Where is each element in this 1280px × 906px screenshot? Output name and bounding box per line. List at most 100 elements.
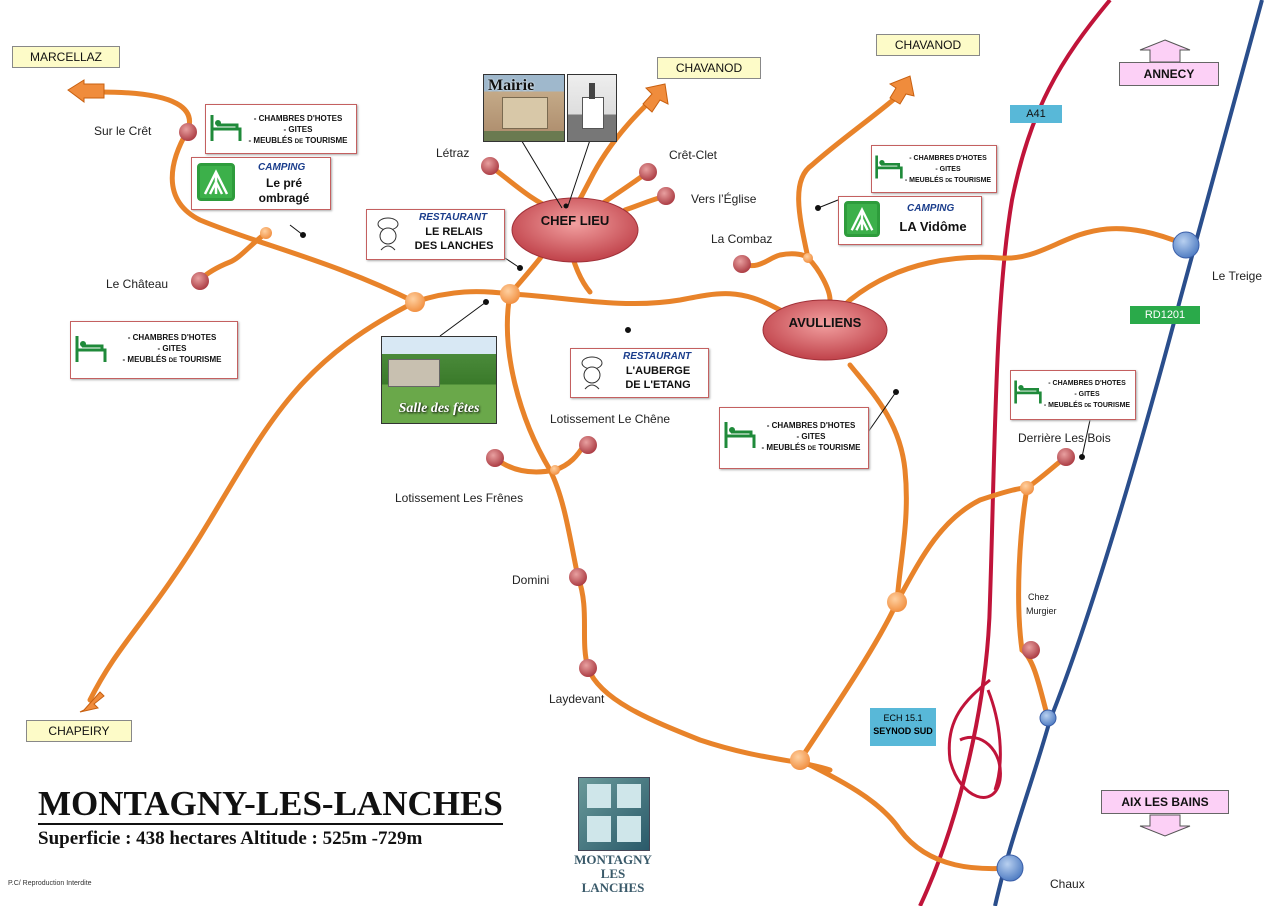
lodging-line3-end: TOURISME	[179, 355, 222, 364]
steeple-shape	[589, 83, 595, 99]
a41-highway	[918, 0, 1112, 906]
place-vers-l-eglise: Vers l’Église	[691, 192, 757, 206]
chef-lieu-label: CHEF LIEU	[540, 213, 610, 228]
restaurant-name-1: L'AUBERGE	[625, 365, 691, 377]
arrow-chavanod-2	[888, 75, 915, 105]
destination-chapeiry: CHAPEIRY	[26, 720, 132, 742]
page-subtitle: Superficie : 438 hectares Altitude : 525…	[38, 828, 423, 849]
restaurant-kind: RESTAURANT	[419, 212, 488, 223]
restaurant-name-1: LE RELAIS	[425, 226, 483, 238]
rd1201-tag: RD1201	[1130, 306, 1200, 324]
destination-chavanod-2: CHAVANOD	[876, 34, 980, 56]
place-chez-murgier-2: Murgier	[1026, 606, 1057, 616]
lodging-line1: - CHAMBRES D'HOTES	[127, 333, 217, 342]
interchange-ramp	[947, 678, 1002, 799]
bed-icon	[1014, 380, 1042, 404]
camping-card-la-vidome: CAMPING LA Vidôme	[838, 196, 982, 245]
lodging-card: - CHAMBRES D'HOTES - GITES - MEUBLÉS DE …	[205, 104, 357, 154]
arrow-annecy	[1139, 39, 1191, 63]
lodging-line3-end: TOURISME	[954, 177, 992, 184]
mairie-caption: Mairie	[488, 77, 535, 94]
lodging-line1: - CHAMBRES D'HOTES	[909, 155, 987, 162]
chef-icon	[377, 217, 399, 251]
lodging-line3-small: DE	[807, 446, 817, 452]
lodging-line3: - MEUBLÉS	[761, 443, 806, 452]
tent-icon	[844, 201, 880, 237]
bed-icon	[75, 336, 107, 362]
a41-tag: A41	[1010, 105, 1062, 123]
lodging-line2: - GITES	[1074, 391, 1100, 398]
lodging-line3-small: DE	[1084, 403, 1092, 409]
camping-kind: CAMPING	[907, 203, 955, 214]
tent-icon	[197, 163, 235, 201]
chef-lieu-ellipse	[511, 197, 639, 263]
camping-kind: CAMPING	[258, 162, 306, 173]
destination-aix-les-bains: AIX LES BAINS	[1101, 790, 1229, 814]
lodging-line2: - GITES	[157, 344, 187, 353]
avulliens-ellipse	[762, 299, 888, 361]
place-le-chateau: Le Château	[106, 277, 169, 291]
junctions	[260, 227, 1034, 770]
arrow-aix	[1139, 814, 1191, 837]
restaurant-name-2: DES LANCHES	[414, 240, 494, 252]
bed-icon	[210, 115, 242, 141]
place-letraz: Létraz	[436, 146, 470, 160]
destination-chavanod-1: CHAVANOD	[657, 57, 761, 79]
lodging-card: - CHAMBRES D'HOTES - GITES - MEUBLÉS DE …	[1010, 370, 1136, 420]
place-domini: Domini	[512, 573, 550, 587]
exit-tag: ECH 15.1 SEYNOD SUD	[870, 708, 936, 746]
restaurant-card-le-relais: RESTAURANT LE RELAIS DES LANCHES	[366, 209, 505, 260]
mairie-photo: Mairie	[483, 74, 565, 142]
camping-card-le-pre-ombrage: CAMPING Le pré ombragé	[191, 157, 331, 210]
camping-name-1: Le pré	[265, 176, 302, 190]
lodging-line1: - CHAMBRES D'HOTES	[766, 421, 856, 430]
lodging-line1: - CHAMBRES D'HOTES	[1048, 380, 1126, 387]
bed-icon	[875, 155, 903, 179]
lodging-line3: - MEUBLÉS	[1043, 402, 1083, 409]
hamlet-nodes	[179, 123, 1075, 677]
hall-building-shape	[388, 359, 440, 387]
lodging-line1: - CHAMBRES D'HOTES	[253, 114, 343, 123]
page-title: MONTAGNY-LES-LANCHES	[38, 784, 503, 825]
church-photo	[567, 74, 617, 142]
exit-number: ECH 15.1	[883, 713, 923, 723]
camping-name: LA Vidôme	[899, 219, 967, 234]
lodging-card: - CHAMBRES D'HOTES - GITES - MEUBLÉS DE …	[70, 321, 238, 379]
lodging-line3-end: TOURISME	[1093, 402, 1131, 409]
destination-annecy: ANNECY	[1119, 62, 1219, 86]
arrow-chavanod-1	[642, 83, 669, 113]
place-derriere-les-bois: Derrière Les Bois	[1018, 431, 1111, 445]
restaurant-card-auberge: RESTAURANT L'AUBERGE DE L'ETANG	[570, 348, 709, 398]
place-chaux: Chaux	[1050, 877, 1085, 891]
rail-nodes	[996, 231, 1200, 882]
salle-des-fetes-photo: Salle des fêtes	[381, 336, 497, 424]
place-lotissement-le-chene: Lotissement Le Chêne	[550, 412, 671, 426]
lodging-line3-end: TOURISME	[305, 136, 348, 145]
lodging-line3: - MEUBLÉS	[122, 355, 167, 364]
lodging-line2: - GITES	[796, 432, 826, 441]
place-chez-murgier-1: Chez	[1028, 592, 1050, 602]
place-lotissement-les-frenes: Lotissement Les Frênes	[395, 491, 524, 505]
salle-caption: Salle des fêtes	[398, 401, 480, 416]
church-shape	[582, 97, 604, 129]
place-cret-clet: Crêt-Clet	[669, 148, 718, 162]
lodging-line3-small: DE	[945, 178, 953, 184]
camping-name-2: ombragé	[258, 191, 310, 205]
place-le-treige: Le Treige	[1212, 269, 1263, 283]
restaurant-name-2: DE L'ETANG	[625, 379, 691, 391]
building-shape	[502, 97, 548, 129]
avulliens-label: AVULLIENS	[788, 315, 862, 330]
lodging-line2: - GITES	[283, 125, 313, 134]
lodging-line2: - GITES	[935, 166, 961, 173]
place-laydevant: Laydevant	[549, 692, 605, 706]
lodging-card: - CHAMBRES D'HOTES - GITES - MEUBLÉS DE …	[871, 145, 997, 193]
bed-icon	[724, 422, 756, 448]
interchange-ramp	[986, 689, 1002, 791]
restaurant-kind: RESTAURANT	[623, 351, 692, 362]
lodging-line3: - MEUBLÉS	[904, 177, 944, 184]
logo-window	[578, 777, 650, 851]
place-sur-le-cret: Sur le Crêt	[94, 124, 152, 138]
arrow-chapeiry	[79, 691, 105, 713]
logo-line1: MONTAGNY	[574, 852, 652, 867]
logo-line2: LES LANCHES	[581, 866, 645, 895]
